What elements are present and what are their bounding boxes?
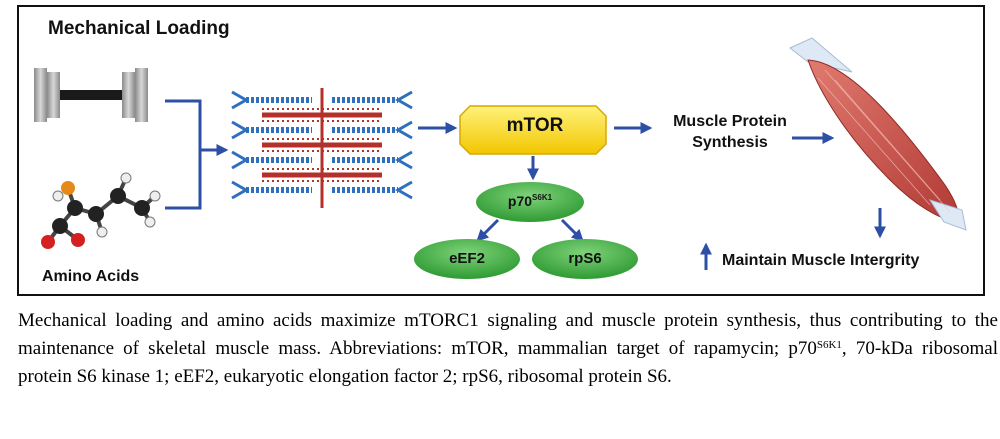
dumbbell-icon: [34, 68, 148, 122]
amino-acids-label: Amino Acids: [42, 268, 140, 285]
figure-border: [17, 5, 985, 296]
sarcomere-icon: [231, 88, 413, 208]
p70-label-superscript: S6K1: [532, 193, 553, 202]
p70-label-base: p70: [507, 193, 533, 209]
figure-panel: Mechanical Loading Amino Acids mTOR p70S…: [17, 5, 985, 296]
caption-superscript: S6K1: [816, 339, 842, 351]
arrow-p70-to-rps6: [560, 218, 584, 242]
diagram-title: Mechanical Loading: [48, 18, 230, 39]
amino-acid-molecule-icon: [41, 172, 161, 249]
rps6-node: [532, 239, 638, 279]
mps-line-2: Synthesis: [692, 134, 768, 151]
arrow-p70-to-eef2: [476, 218, 500, 242]
eef2-label: eEF2: [449, 250, 485, 267]
p70-node: [476, 182, 584, 222]
mtor-node: [459, 105, 607, 155]
mtor-label: mTOR: [506, 115, 564, 136]
figure-caption: Mechanical loading and amino acids maxim…: [18, 307, 998, 391]
maintain-muscle-integrity-label: Maintain Muscle Intergrity: [722, 252, 920, 269]
input-connector: [165, 99, 202, 210]
caption-text-part-1: Mechanical loading and amino acids maxim…: [18, 310, 998, 359]
mps-line-1: Muscle Protein: [673, 113, 787, 130]
eef2-node: [414, 239, 520, 279]
p70-label: p70S6K1: [480, 192, 580, 210]
caption-text-part-2: , 70-kDa ribosomal protein S6 kinase 1; …: [18, 338, 998, 387]
diagram-canvas: [17, 5, 985, 296]
muscle-icon: [789, 37, 967, 231]
rps6-label: rpS6: [568, 250, 602, 267]
